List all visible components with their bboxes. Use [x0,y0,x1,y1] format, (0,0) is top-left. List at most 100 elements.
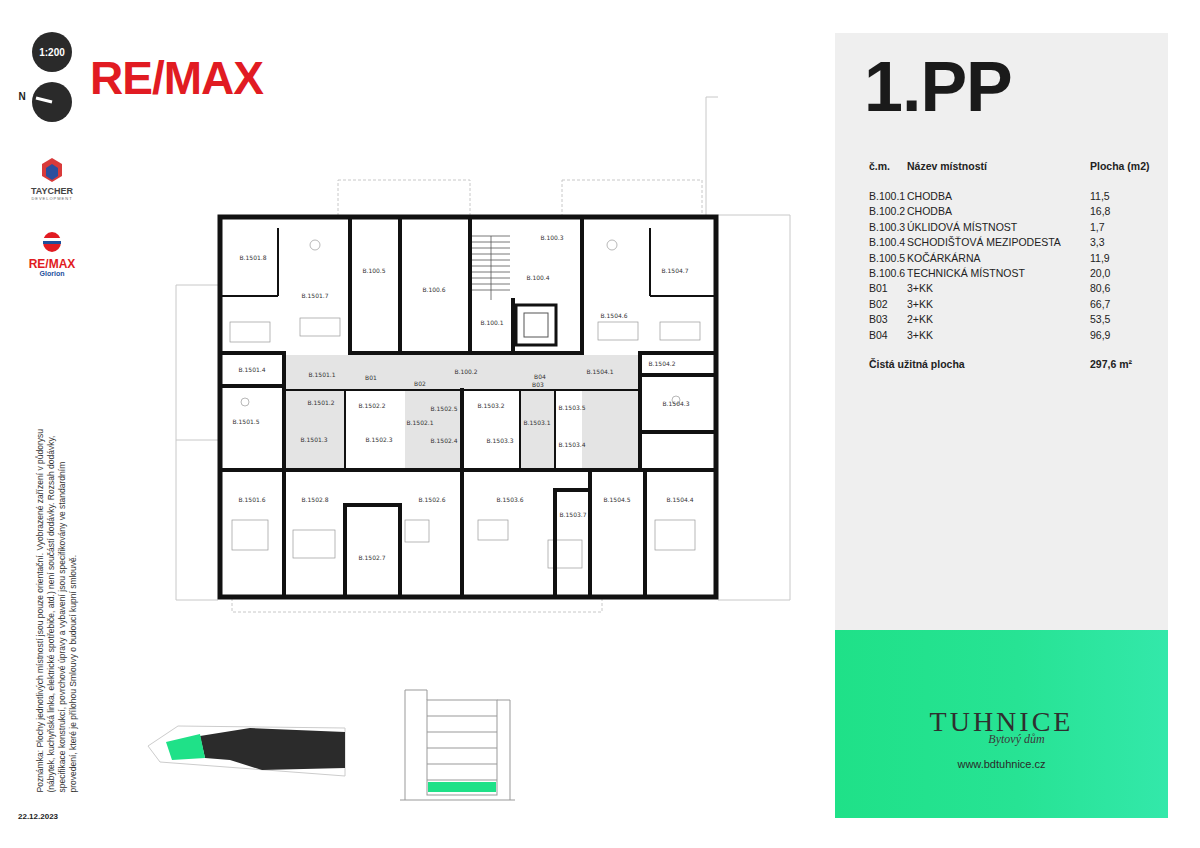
logo-text: TAYCHER [31,186,73,197]
room-number: B.1502.4 [430,438,457,444]
brand-panel: TUHNICEBytový dům www.bdtuhnice.cz [835,630,1168,818]
room-number: B.1503.2 [477,403,504,409]
logo-text: RE/MAX [29,257,76,271]
section-highlight [428,782,496,792]
table-cell: 3+KK [907,329,933,342]
room-number: B.100.4 [526,275,549,281]
balloon-icon [43,241,61,244]
info-panel [835,33,1168,633]
note: Poznámka: Plochy jednotlivých místností … [34,428,78,793]
table-cell: B.100.3 [869,221,905,234]
table-cell: CHODBA [907,190,952,203]
site-highlight [166,734,205,760]
room-number: B.1503.1 [523,420,550,426]
staircase [472,236,510,300]
table-cell: 80,6 [1090,282,1110,295]
room-number: B.1502.6 [418,497,445,503]
table-cell: B01 [869,282,888,295]
table-cell: B.100.1 [869,190,905,203]
table-cell: B.100.5 [869,252,905,265]
table-cell: B.100.6 [869,267,905,280]
node-text: TUHNICE [835,708,1168,736]
room-number: B.1504.5 [603,497,630,503]
room-number: B.1502.5 [430,406,457,412]
taycher-icon [42,158,62,182]
logo-text: DEVELOPMENT [31,197,72,202]
section-drawing [400,690,515,800]
balloon-icon [43,238,61,241]
table-cell: 2+KK [907,313,933,326]
context-outline [176,97,790,612]
table-cell: 3+KK [907,298,933,311]
table-cell: 1,7 [1090,221,1105,234]
room-number: B04 [534,374,546,380]
table-cell: B.100.4 [869,236,905,249]
date: 22.12.2023 [18,812,58,822]
room-number: B.1504.4 [666,497,693,503]
table-cell: B03 [869,313,888,326]
table-cell: B.100.2 [869,205,905,218]
room-number: B.1504.2 [648,361,675,367]
room-number: B.1504.7 [661,268,688,274]
room-number: B.1501.6 [238,497,265,503]
table-header: Plocha (m2) [1090,160,1150,173]
room-number: B.1502.3 [365,437,392,443]
room-number: B.1501.3 [300,437,327,443]
table-cell: 53,5 [1090,313,1110,326]
table-cell: KOČÁRKÁRNA [907,252,981,265]
table-cell: 3,3 [1090,236,1105,249]
table-cell: B04 [869,329,888,342]
room-number: B.1504.1 [586,369,613,375]
room-number: B.1504.6 [600,313,627,319]
room-number: B.100.5 [362,268,385,274]
node-text: www.bdtuhnice.cz [835,759,1168,770]
north-pointer [36,98,52,102]
table-header: Čistá užitná plocha [869,358,965,371]
table-header: 297,6 m² [1090,358,1132,371]
room-number: B02 [414,381,426,387]
room-number: B.100.3 [540,235,563,241]
table-cell: 3+KK [907,282,933,295]
wall [220,217,716,597]
room-number: B.1501.5 [232,419,259,425]
logo-text: RE/MAX [90,55,263,101]
room-number: B.1503.3 [486,438,513,444]
scale-badge: 1:200 [32,32,72,72]
table-cell: TECHNICKÁ MÍSTNOST [907,267,1025,280]
room-number: B.1501.1 [308,372,335,378]
floor-title: 1.PP [864,52,1012,122]
elevator [524,313,548,337]
room-number: B.100.6 [422,287,445,293]
table-cell: 20,0 [1090,267,1110,280]
room-number: B.1502.2 [358,403,385,409]
north-arrow [32,82,72,122]
north-label: N [18,91,25,103]
node-text: Bytový dům [835,733,1168,745]
room-number: B.1502.7 [358,555,385,561]
elevator [516,305,556,345]
room-number: B.1501.2 [307,400,334,406]
room-number: B.1502.8 [301,497,328,503]
room-number: B.1503.4 [558,442,585,448]
table-cell: ÚKLIDOVÁ MÍSTNOST [907,221,1017,234]
room-number: B.1503.7 [559,512,586,518]
table-cell: 11,5 [1090,190,1110,203]
room-number: B.1504.3 [662,401,689,407]
table-header: Název místností [907,160,987,173]
room-number: B01 [365,375,377,381]
inner-wall [220,228,716,470]
table-cell: B02 [869,298,888,311]
site-building [200,728,345,770]
logo-text: Glorion [40,270,65,278]
room-number: B.1503.6 [496,497,523,503]
site-outline [148,726,345,776]
table-cell: 16,8 [1090,205,1110,218]
room-number: B.100.1 [480,320,503,326]
table-cell: 11,9 [1090,252,1110,265]
table-header: č.m. [869,160,890,173]
room-number: B.1501.8 [239,255,266,261]
table-cell: SCHODIŠŤOVÁ MEZIPODESTA [907,236,1061,249]
balloon-icon [43,232,61,252]
room-number: B.100.2 [454,369,477,375]
